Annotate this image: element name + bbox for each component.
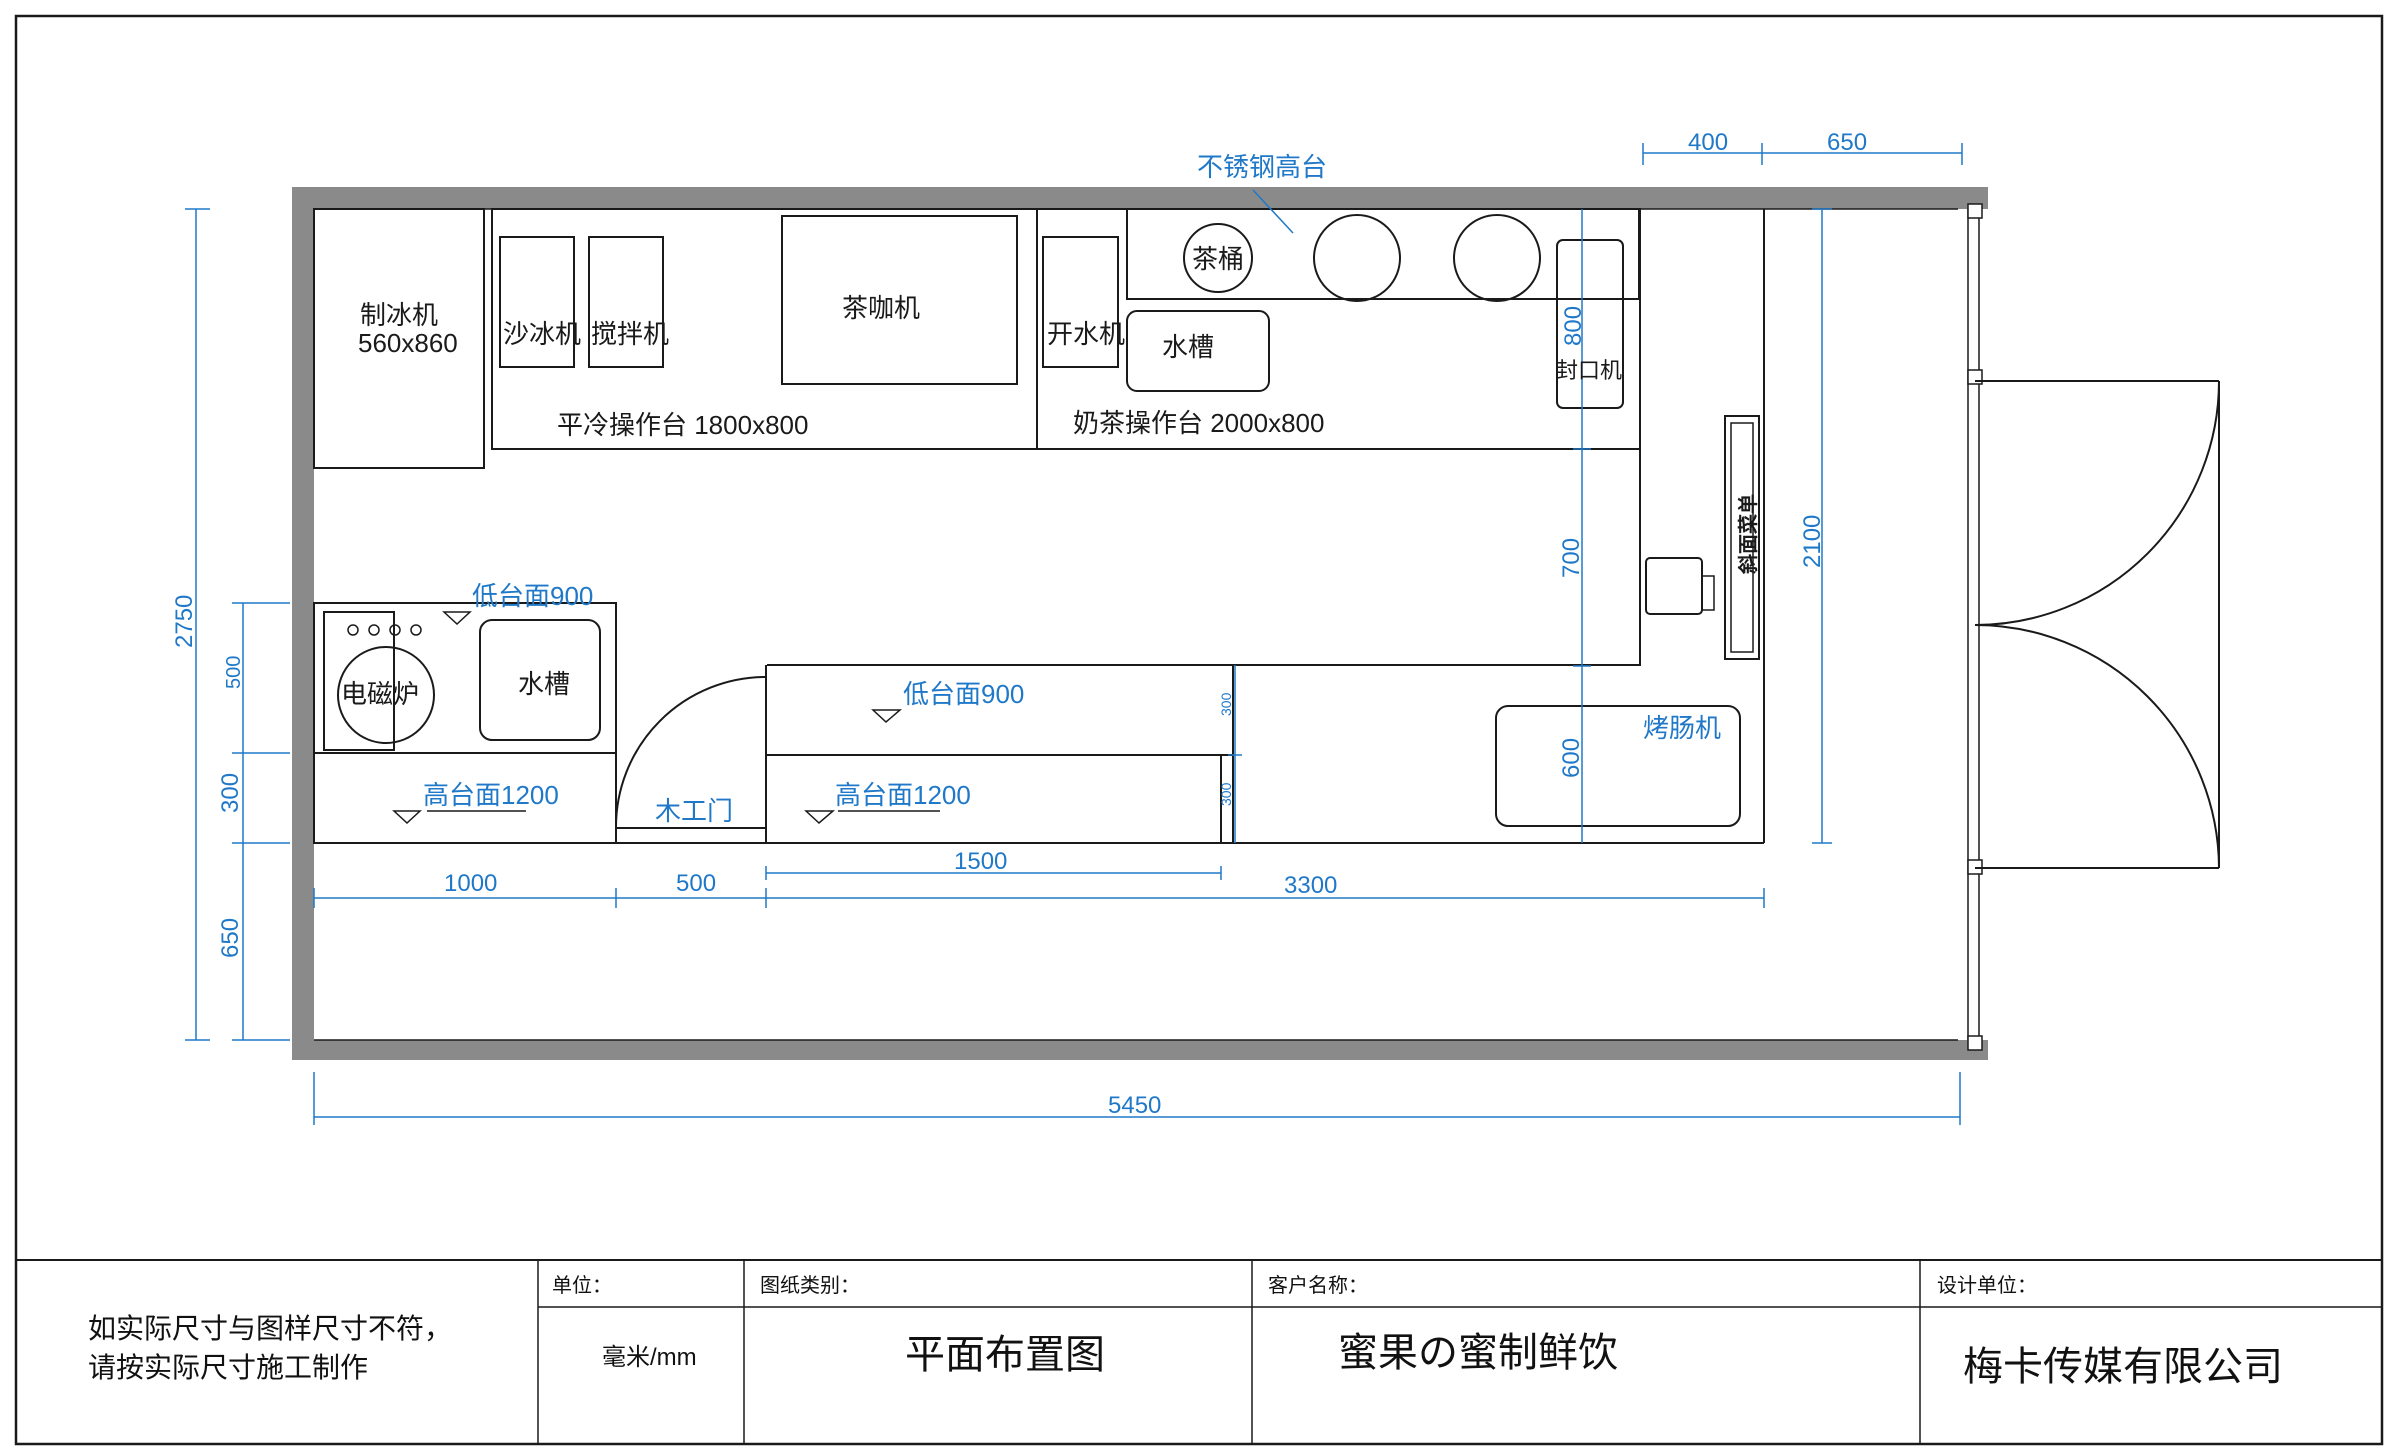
flat-cool-counter-label: 平冷操作台 1800x800 <box>557 410 808 440</box>
high-counter-mid-label: 高台面1200 <box>835 780 971 810</box>
tea-coffee-machine-label: 茶咖机 <box>842 293 920 323</box>
unit-value: 毫米/mm <box>602 1344 697 1371</box>
dim-bottom-3300: 3300 <box>1284 872 1337 899</box>
note-line-1: 如实际尺寸与图样尺寸不符， <box>88 1313 452 1344</box>
client-label: 客户名称： <box>1268 1274 1368 1297</box>
dim-small-300-a: 300 <box>1218 692 1234 716</box>
inner-partition <box>767 209 1765 843</box>
dim-v-700: 700 <box>1558 538 1585 578</box>
tea-bucket-label: 茶桶 <box>1192 244 1244 274</box>
designer-value: 梅卡传媒有限公司 <box>1963 1345 2283 1389</box>
dim-top-400: 400 <box>1688 129 1728 156</box>
note-line-2: 请按实际尺寸施工制作 <box>88 1352 368 1383</box>
stainless-counter-label: 不锈钢高台 <box>1197 152 1327 182</box>
dim-bottom-1500: 1500 <box>954 848 1007 875</box>
dim-left-300: 300 <box>217 773 244 813</box>
dim-v-600: 600 <box>1558 738 1585 778</box>
dim-left-2750: 2750 <box>171 595 198 648</box>
dim-bottom-1000: 1000 <box>444 870 497 897</box>
induction-cooker-label: 电磁炉 <box>341 679 419 709</box>
designer-label: 设计单位： <box>1937 1274 2037 1297</box>
drawing-type-value: 平面布置图 <box>905 1333 1105 1377</box>
sink-top-label: 水槽 <box>1162 332 1214 362</box>
wall-bottom <box>292 1040 1988 1060</box>
dim-small-300-b: 300 <box>1218 782 1234 806</box>
dim-v-2100: 2100 <box>1799 515 1826 568</box>
sink-left-label: 水槽 <box>518 669 570 699</box>
ice-machine-label: 制冰机 <box>360 300 438 330</box>
smoothie-machine-label: 沙冰机 <box>503 319 581 349</box>
dim-v-800: 800 <box>1560 306 1587 346</box>
low-counter-left-label: 低台面900 <box>472 581 593 611</box>
lower-middle-counters <box>314 665 1764 844</box>
low-counter-mid-label: 低台面900 <box>903 679 1024 709</box>
menu-board-label: 斜面菜单 <box>1736 494 1760 575</box>
card-reader-icon <box>1645 557 1703 615</box>
entrance-door <box>1974 380 2220 869</box>
sausage-grill-box <box>1495 705 1741 827</box>
ice-machine-box <box>313 208 485 469</box>
high-counter-left-label: 高台面1200 <box>423 780 559 810</box>
wall-left <box>292 187 314 1042</box>
lower-left-counters <box>313 602 617 844</box>
unit-label: 单位： <box>552 1274 612 1297</box>
wall-top <box>292 187 1988 209</box>
sausage-grill-label: 烤肠机 <box>1643 713 1721 743</box>
drawing-type-label: 图纸类别： <box>760 1274 860 1297</box>
water-boiler-label: 开水机 <box>1047 319 1125 349</box>
blender-label: 搅拌机 <box>591 319 669 349</box>
dim-left-650: 650 <box>217 918 244 958</box>
ice-machine-size: 560x860 <box>358 328 458 358</box>
milk-tea-counter-label: 奶茶操作台 2000x800 <box>1073 408 1324 438</box>
dim-top-650: 650 <box>1827 129 1867 156</box>
wood-door-label: 木工门 <box>655 796 733 826</box>
dim-left-500: 500 <box>223 656 245 689</box>
blue-labels: 不锈钢高台 低台面900 高台面1200 木工门 低台面900 高台面1200 … <box>171 129 1867 1119</box>
dimension-lines <box>185 143 1963 1125</box>
sealing-machine-label: 封口机 <box>1556 358 1622 383</box>
title-block: 如实际尺寸与图样尺寸不符， 请按实际尺寸施工制作 单位： 毫米/mm 图纸类别：… <box>15 1259 2383 1445</box>
client-value: 蜜果の蜜制鲜饮 <box>1338 1331 1618 1375</box>
dim-bottom-500: 500 <box>676 870 716 897</box>
walls <box>292 187 1988 1060</box>
equipment-labels: 制冰机 560x860 沙冰机 搅拌机 茶咖机 平冷操作台 1800x800 开… <box>341 244 1760 709</box>
dim-total-5450: 5450 <box>1108 1092 1161 1119</box>
